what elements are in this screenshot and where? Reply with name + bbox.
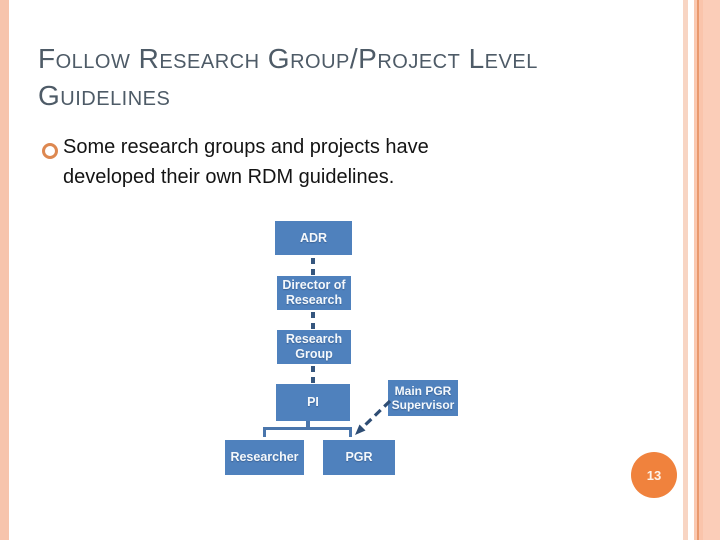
right-border-stripe-inner [694, 0, 697, 540]
slide-title-line-1: Follow Research Group/Project Level [38, 43, 538, 74]
dashed-arrow-supervisor-to-pgr [355, 399, 392, 435]
right-border-accent-line [697, 0, 699, 540]
org-node-adr: ADR [275, 221, 352, 255]
org-node-researcher: Researcher [225, 440, 304, 475]
elbow-connector-researcher-stub [263, 427, 266, 437]
elbow-connector-pi-stub [306, 421, 310, 430]
org-node-pgr: PGR [323, 440, 395, 475]
org-node-main-pgr-supervisor: Main PGR Supervisor [388, 380, 458, 416]
bullet-ring-icon [42, 143, 58, 159]
org-node-director-of-research: Director of Research [277, 276, 351, 310]
org-node-research-group: Research Group [277, 330, 351, 364]
slide-title-line-2: Guidelines [38, 80, 171, 111]
org-node-pi: PI [276, 384, 350, 421]
bullet-text: Some research groups and projects have d… [63, 136, 429, 188]
dashed-connector-group-pi [311, 366, 315, 383]
dashed-connector-director-group [311, 312, 315, 329]
elbow-connector-pgr-stub [349, 427, 352, 437]
slide-title: Follow Research Group/Project Level Guid… [38, 40, 658, 114]
right-border-stripe-mid [699, 0, 703, 540]
dashed-connector-adr-director [311, 258, 315, 275]
right-border-stripe-edge [703, 0, 720, 540]
left-border-stripe [0, 0, 9, 540]
page-number-badge: 13 [631, 452, 677, 498]
right-border-stripe-outer [683, 0, 688, 540]
elbow-connector-horizontal [263, 427, 352, 430]
